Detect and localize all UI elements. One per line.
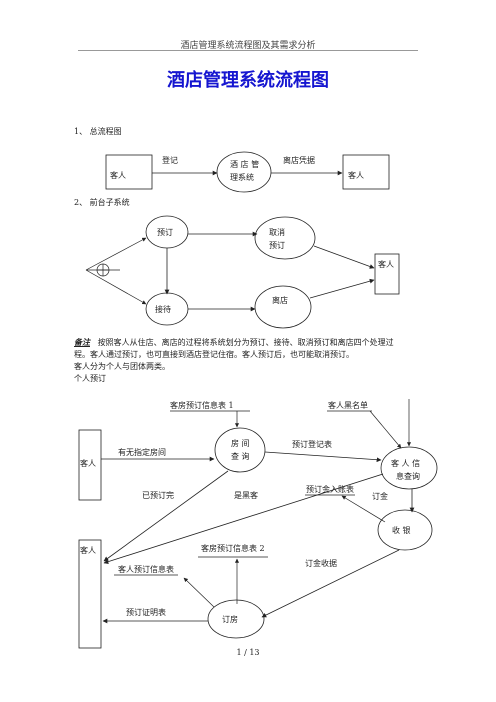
overall-customer-right-label: 客人	[348, 170, 364, 180]
overall-customer-left-box	[105, 154, 153, 190]
query-to-info-arrow	[264, 451, 382, 463]
page-number: 1 / 13	[236, 648, 260, 657]
booking-node	[207, 599, 265, 639]
deposit-ledger-label: 预订金入账表	[306, 484, 354, 494]
fully-booked-label: 已预订完	[142, 490, 174, 500]
header-rule	[78, 50, 418, 51]
blacklist-to-info-arrow	[369, 410, 402, 449]
specified-room-label: 有无指定房间	[118, 447, 166, 457]
customer-top-box	[78, 429, 102, 501]
booking-proof-label: 预订证明表	[126, 607, 166, 617]
cancel-label-1: 取消	[269, 227, 285, 237]
cashier-to-ledger-arrow	[341, 495, 386, 523]
customer-booking-info-label: 客人预订信息表	[118, 564, 174, 574]
is-blacklisted-label: 是黑客	[234, 490, 258, 500]
note-keyword: 备注	[74, 337, 90, 347]
cancel-node	[254, 216, 316, 260]
note-line-3: 客人分为个人与团体两类。	[74, 362, 170, 371]
overall-customer-right-box	[342, 154, 390, 190]
customer-info-label-2: 息查询	[396, 471, 420, 481]
register-label: 登记	[162, 155, 178, 165]
room-query-node	[214, 427, 266, 473]
cancel-to-customer-arrow	[313, 245, 375, 269]
room-query-label-1: 房 间	[231, 438, 250, 448]
deposit-receipt-label: 订金收据	[305, 558, 337, 568]
receive-label: 接待	[155, 304, 171, 314]
to-reserve-arrow	[85, 237, 147, 271]
cashier-to-booking-arrow	[261, 549, 400, 618]
info-to-customer-bottom-arrow	[103, 473, 384, 564]
reserve-label: 预订	[157, 227, 173, 237]
cancel-label-2: 预订	[269, 240, 285, 250]
front-customer-box	[374, 253, 400, 295]
query-to-customer-bottom-arrow	[103, 470, 229, 562]
customer-bottom-box	[78, 539, 102, 649]
cashier-node	[377, 509, 433, 551]
leave-to-customer-arrow	[309, 278, 375, 299]
front-customer-label: 客人	[378, 259, 394, 269]
note-line-2: 程。客人通过预订，也可直接到酒店登记住宿。客人预订后，也可能取消预订。	[74, 350, 354, 359]
booking-label: 订房	[222, 614, 238, 624]
overall-customer-left-label: 客人	[110, 170, 126, 180]
blacklist-label: 客人黑名单	[328, 400, 368, 410]
deposit-label: 订金	[372, 491, 388, 501]
leave-node	[254, 285, 312, 329]
page-title: 酒店管理系统流程图	[167, 70, 329, 91]
room-query-label-2: 查 询	[231, 451, 250, 461]
customer-info-node	[380, 446, 438, 490]
section-front-heading: 2、 前台子系统	[74, 198, 130, 207]
note-line-1: 按照客人从住店、离店的过程将系统划分为预订、接待、取消预订和离店四个处理过	[97, 338, 394, 347]
page-header: 酒店管理系统流程图及其需求分析	[180, 41, 316, 51]
cashier-label: 收 银	[392, 525, 411, 535]
customer-info-label-1: 客 人 信	[391, 458, 420, 468]
hotel-system-label-2: 理系统	[230, 172, 254, 182]
section-overall-heading: 1、 总流程图	[74, 127, 122, 136]
booking-register-label: 预订登记表	[292, 439, 332, 449]
customer-top-label: 客人	[80, 458, 96, 468]
customer-bottom-label: 客人	[80, 545, 96, 555]
note-line-4: 个人预订	[74, 374, 106, 383]
to-receive-arrow	[85, 269, 147, 305]
room-booking-info-2-label: 客房预订信息表 2	[201, 543, 265, 553]
room-booking-info-1-label: 客房预订信息表 1	[170, 400, 234, 410]
booking-to-customer-info-arrow	[183, 577, 215, 608]
checkout-voucher-label: 离店凭据	[283, 155, 315, 165]
hotel-system-node	[216, 151, 272, 193]
leave-label: 离店	[272, 295, 288, 305]
note-paragraph: 备注 按照客人从住店、离店的过程将系统划分为预订、接待、取消预订和离店四个处理过…	[74, 336, 394, 385]
hotel-system-label-1: 酒 店 管	[230, 159, 259, 169]
